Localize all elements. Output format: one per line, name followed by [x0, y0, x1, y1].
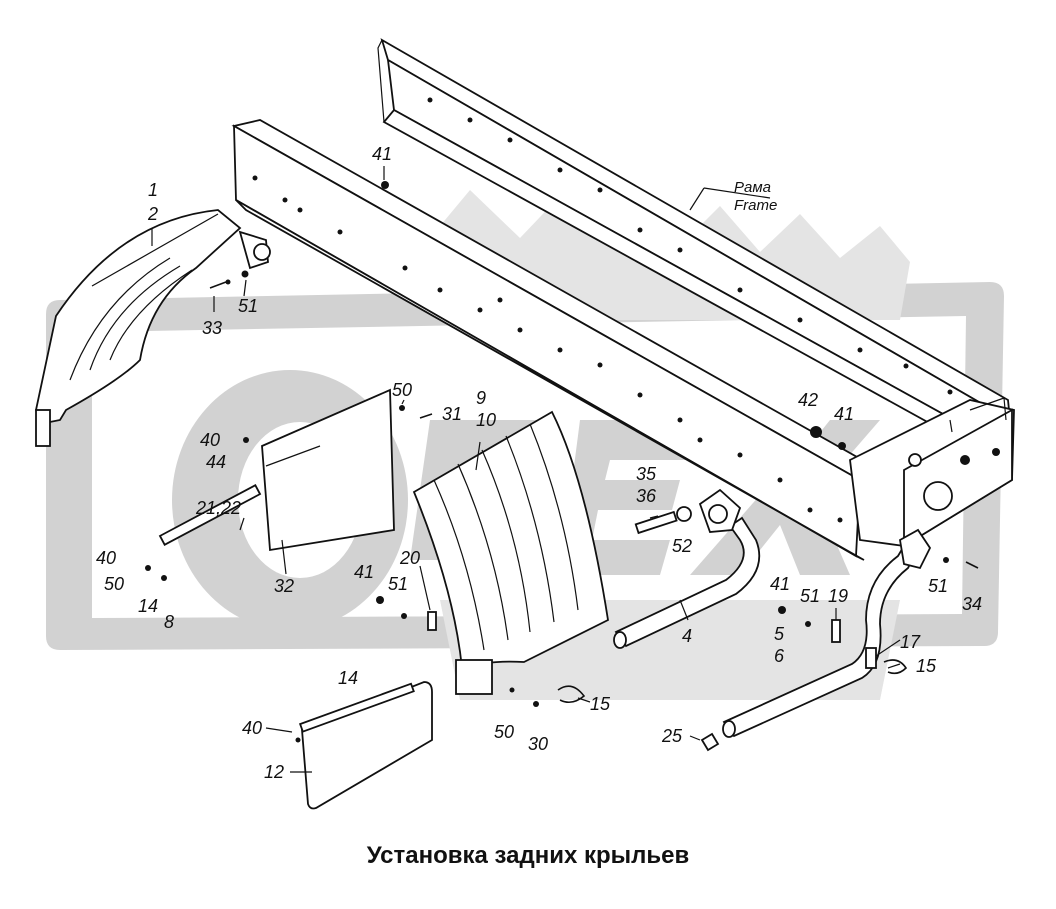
callout-10: 10 [476, 410, 496, 430]
mudflap-12 [298, 681, 433, 810]
callout-30: 30 [528, 734, 548, 754]
frame-holes [252, 97, 953, 523]
callout-52: 52 [672, 536, 692, 556]
frame-label: Рама Frame [734, 179, 777, 214]
callout-41-d: 41 [770, 574, 790, 594]
callout-51-d: 51 [928, 576, 948, 596]
callout-14-b: 14 [338, 668, 358, 688]
callout-5: 5 [774, 624, 785, 644]
callout-40-b: 40 [96, 548, 116, 568]
callout-14-a: 14 [138, 596, 158, 616]
callout-32: 32 [274, 576, 294, 596]
callout-50-a: 50 [392, 380, 412, 400]
frame-label-en: Frame [734, 197, 777, 214]
bracket-tube-6 [700, 528, 932, 752]
callout-34: 34 [962, 594, 982, 614]
frame-rail-far [377, 38, 1012, 464]
callout-2: 2 [147, 204, 158, 224]
callout-4: 4 [682, 626, 692, 646]
diagram-caption: Установка задних крыльев [366, 842, 690, 869]
callout-40-a: 40 [200, 430, 220, 450]
fasteners [145, 181, 979, 743]
callout-41-b: 41 [354, 562, 374, 582]
callout-51-c: 51 [800, 586, 820, 606]
callout-50-b: 50 [104, 574, 124, 594]
callout-15-a: 15 [590, 694, 611, 714]
frame-rail-near [231, 119, 882, 561]
callout-21-22: 21,22 [195, 498, 241, 518]
callout-9: 9 [476, 388, 486, 408]
callout-36: 36 [636, 486, 657, 506]
callout-15-b: 15 [916, 656, 937, 676]
callout-50-c: 50 [494, 722, 514, 742]
bolt-35-36 [634, 506, 692, 535]
mudflap-plate-left [158, 388, 395, 552]
callout-12: 12 [264, 762, 284, 782]
callout-51-a: 51 [238, 296, 258, 316]
callout-labels: 1 2 33 51 41 50 31 9 10 40 44 21,22 40 5… [96, 144, 982, 782]
callout-31: 31 [442, 404, 462, 424]
callout-6: 6 [774, 646, 785, 666]
leader-lines [151, 166, 953, 773]
callout-8: 8 [164, 612, 174, 632]
fender-rear-20 [412, 410, 609, 695]
callout-25: 25 [661, 726, 683, 746]
callout-33: 33 [202, 318, 222, 338]
bracket-tube-4 [613, 488, 761, 649]
callout-19: 19 [828, 586, 848, 606]
callout-44: 44 [206, 452, 226, 472]
callout-41-c: 41 [834, 404, 854, 424]
callout-51-b: 51 [388, 574, 408, 594]
callout-40-c: 40 [242, 718, 262, 738]
callout-1: 1 [148, 180, 158, 200]
callout-41-a: 41 [372, 144, 392, 164]
frame-label-ru: Рама [734, 179, 771, 196]
fender-front-1-2 [35, 209, 271, 447]
frame-cross-member [849, 397, 1015, 548]
callout-42: 42 [798, 390, 818, 410]
callout-20: 20 [399, 548, 420, 568]
callout-35: 35 [636, 464, 657, 484]
callout-17: 17 [900, 632, 921, 652]
